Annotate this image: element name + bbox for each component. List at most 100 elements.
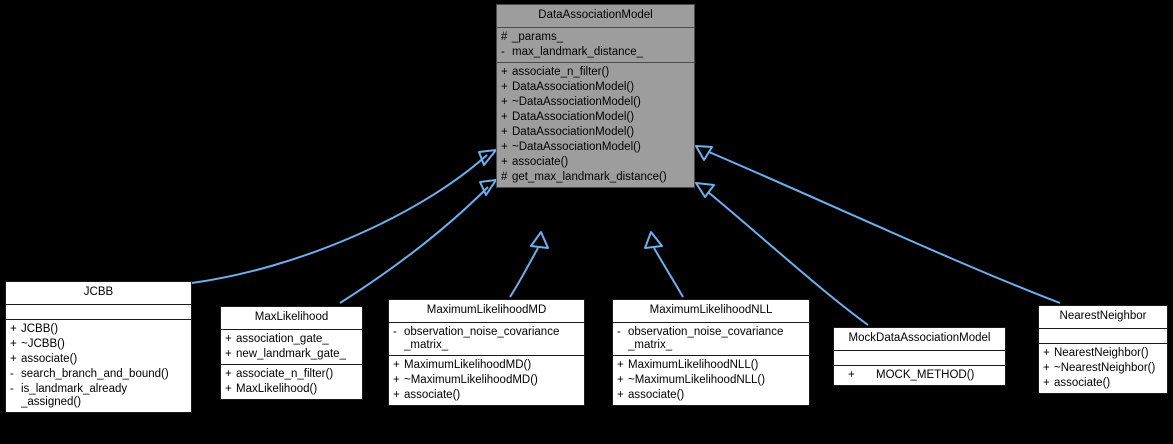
class-node-jcbb[interactable]: JCBB + JCBB() + ~JCBB() + associate() - … xyxy=(5,281,192,413)
class-member: + JCBB() xyxy=(6,322,191,337)
member-name: associate_n_filter() xyxy=(236,368,334,380)
class-member: + MaxLikelihood() xyxy=(221,382,362,397)
member-name: associate() xyxy=(404,389,461,401)
class-member: + associate() xyxy=(1039,376,1167,391)
visibility-marker: + xyxy=(393,374,400,386)
member-name: ~JCBB() xyxy=(21,338,65,350)
member-name: _params_ xyxy=(512,31,564,43)
class-member: - is_landmark_already _assigned() xyxy=(6,382,191,410)
visibility-marker: # xyxy=(501,171,508,183)
class-attributes-section: + association_gate_ + new_landmark_gate_ xyxy=(221,329,362,364)
member-name: observation_noise_covariance _matrix_ xyxy=(628,326,784,351)
class-methods-section: + MOCK_METHOD() xyxy=(834,365,1005,385)
member-name: ~DataAssociationModel() xyxy=(512,141,641,153)
class-member: + new_landmark_gate_ xyxy=(221,347,362,362)
class-member: # get_max_landmark_distance() xyxy=(497,170,694,185)
member-name: ~MaximumLikelihoodMD() xyxy=(404,374,538,386)
class-member: + DataAssociationModel() xyxy=(497,125,694,140)
visibility-marker: + xyxy=(848,369,855,381)
class-node-maximumlikelihoodmd[interactable]: MaximumLikelihoodMD - observation_noise_… xyxy=(388,299,585,406)
class-title: MockDataAssociationModel xyxy=(848,332,991,344)
class-node-nearestneighbor[interactable]: NearestNeighbor + NearestNeighbor() + ~N… xyxy=(1038,305,1168,394)
class-member: - max_landmark_distance_ xyxy=(497,45,694,60)
member-name: MaximumLikelihoodNLL() xyxy=(628,359,759,371)
class-member: + associate() xyxy=(497,155,694,170)
visibility-marker: + xyxy=(1043,347,1050,359)
class-methods-section: + MaximumLikelihoodNLL() + ~MaximumLikel… xyxy=(613,355,809,405)
class-member: + ~NearestNeighbor() xyxy=(1039,361,1167,376)
member-name: associate() xyxy=(1054,377,1111,389)
member-name: MaxLikelihood() xyxy=(236,383,318,395)
class-member: # _params_ xyxy=(497,30,694,45)
class-methods-section: + NearestNeighbor() + ~NearestNeighbor()… xyxy=(1039,343,1167,393)
class-member: - observation_noise_covariance _matrix_ xyxy=(613,325,809,353)
class-methods-section: + associate_n_filter() + MaxLikelihood() xyxy=(221,364,362,399)
class-member: + associate_n_filter() xyxy=(221,367,362,382)
class-title: DataAssociationModel xyxy=(538,9,653,21)
class-member: + DataAssociationModel() xyxy=(497,80,694,95)
visibility-marker: # xyxy=(501,31,508,43)
class-member: + associate() xyxy=(389,388,584,403)
class-title: MaxLikelihood xyxy=(254,311,329,323)
member-name: association_gate_ xyxy=(236,333,329,345)
member-name: associate() xyxy=(21,353,78,365)
class-member: + ~JCBB() xyxy=(6,337,191,352)
class-title: MaximumLikelihoodNLL xyxy=(649,304,773,316)
class-member: + ~DataAssociationModel() xyxy=(497,95,694,110)
class-attributes-section xyxy=(834,350,1005,365)
edge-nearestneighbor-to-base xyxy=(695,145,1061,304)
class-member: + ~MaximumLikelihoodNLL() xyxy=(613,373,809,388)
visibility-marker: + xyxy=(393,389,400,401)
member-name: max_landmark_distance_ xyxy=(512,46,644,58)
class-title: NearestNeighbor xyxy=(1059,310,1147,322)
visibility-marker: + xyxy=(10,338,17,350)
member-name: associate() xyxy=(628,389,685,401)
class-attributes-section: - observation_noise_covariance _matrix_ xyxy=(389,322,584,355)
member-name: JCBB() xyxy=(21,323,59,335)
member-name: search_branch_and_bound() xyxy=(21,368,169,380)
class-member: - search_branch_and_bound() xyxy=(6,367,191,382)
class-attributes-section: - observation_noise_covariance _matrix_ xyxy=(613,322,809,355)
visibility-marker: + xyxy=(10,353,17,365)
member-name: ~DataAssociationModel() xyxy=(512,96,641,108)
visibility-marker: + xyxy=(617,389,624,401)
class-member: + MaximumLikelihoodNLL() xyxy=(613,358,809,373)
visibility-marker: + xyxy=(617,359,624,371)
class-member: + NearestNeighbor() xyxy=(1039,346,1167,361)
visibility-marker: + xyxy=(225,383,232,395)
class-node-mockdataassociationmodel[interactable]: MockDataAssociationModel + MOCK_METHOD() xyxy=(833,327,1006,386)
class-methods-section: + MaximumLikelihoodMD() + ~MaximumLikeli… xyxy=(389,355,584,405)
member-name: DataAssociationModel() xyxy=(512,111,635,123)
member-name: MaximumLikelihoodMD() xyxy=(404,359,532,371)
class-methods-section: + JCBB() + ~JCBB() + associate() - searc… xyxy=(6,319,191,412)
class-member: + ~MaximumLikelihoodMD() xyxy=(389,373,584,388)
edge-maxlikelihoodnll-to-base xyxy=(644,231,684,298)
member-name: DataAssociationModel() xyxy=(512,81,635,93)
class-member: + MaximumLikelihoodMD() xyxy=(389,358,584,373)
visibility-marker: - xyxy=(10,383,14,395)
member-name: ~NearestNeighbor() xyxy=(1054,362,1156,374)
visibility-marker: + xyxy=(10,323,17,335)
visibility-marker: + xyxy=(501,111,508,123)
visibility-marker: + xyxy=(225,348,232,360)
visibility-marker: - xyxy=(501,46,505,58)
member-name: MOCK_METHOD() xyxy=(876,369,975,381)
visibility-marker: + xyxy=(225,333,232,345)
member-name: NearestNeighbor() xyxy=(1054,347,1149,359)
member-name: DataAssociationModel() xyxy=(512,126,635,138)
visibility-marker: + xyxy=(501,66,508,78)
visibility-marker: + xyxy=(1043,362,1050,374)
member-name: ~MaximumLikelihoodNLL() xyxy=(628,374,766,386)
visibility-marker: + xyxy=(501,141,508,153)
class-node-maximumlikelihoodnll[interactable]: MaximumLikelihoodNLL - observation_noise… xyxy=(612,299,810,406)
visibility-marker: + xyxy=(1043,377,1050,389)
class-node-dataassociationmodel[interactable]: DataAssociationModel # _params_ - max_la… xyxy=(496,4,695,188)
class-attributes-section: # _params_ - max_landmark_distance_ xyxy=(497,27,694,62)
edge-maxlikelihoodmd-to-base xyxy=(509,231,549,298)
class-attributes-section xyxy=(1039,328,1167,343)
class-node-maxlikelihood[interactable]: MaxLikelihood + association_gate_ + new_… xyxy=(220,306,363,400)
edge-jcbb-to-base xyxy=(191,149,497,284)
class-member: + associate() xyxy=(613,388,809,403)
member-name: observation_noise_covariance _matrix_ xyxy=(404,326,560,351)
